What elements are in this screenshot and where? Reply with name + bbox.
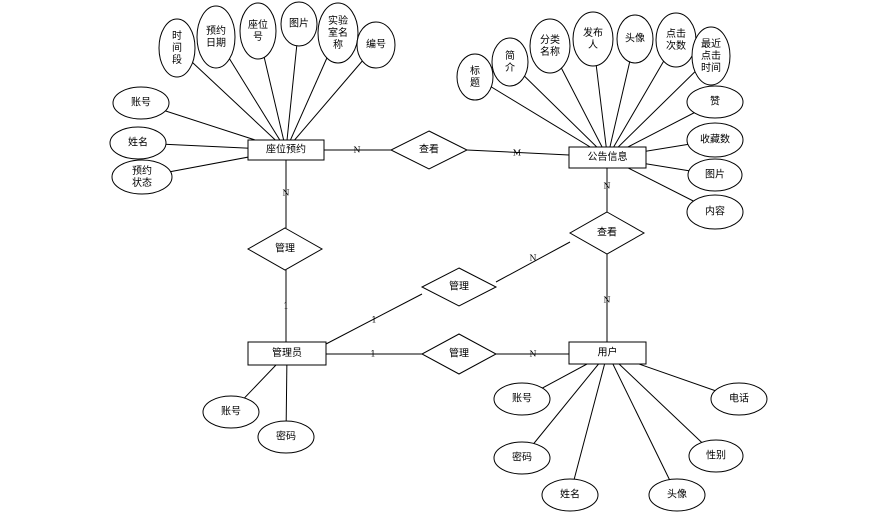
entity-box-notice xyxy=(568,146,647,169)
relationship-connector xyxy=(466,149,570,156)
attribute-label-n-likes: 赞 xyxy=(710,95,720,108)
relationship-diamond xyxy=(568,211,646,255)
cardinality-label: N xyxy=(604,182,611,191)
relationship-label-seat-notice: 查看 xyxy=(419,143,439,156)
attribute-ellipse xyxy=(541,478,599,512)
attribute-label-a-account: 账号 xyxy=(221,406,241,418)
entity-label-admin: 管理员 xyxy=(272,346,302,359)
attribute-label-u-avatar: 头像 xyxy=(667,489,687,501)
relationship-label-user-notice: 查看 xyxy=(597,226,617,239)
diagram-shapes: 时间段预约日期座位号图片实验室名称编号账号姓名预约状态标题简介分类名称发布人头像… xyxy=(109,1,768,512)
cardinality-label: N xyxy=(604,296,611,305)
cardinality-label: N xyxy=(283,189,290,198)
attribute-ellipse xyxy=(572,11,614,67)
entity-box-admin xyxy=(247,341,327,366)
attribute-ellipse xyxy=(158,18,196,78)
attribute-ellipse xyxy=(686,194,744,230)
attribute-label-seat-img: 图片 xyxy=(289,17,309,30)
attribute-ellipse xyxy=(109,126,167,160)
attribute-label-a-password: 密码 xyxy=(276,430,296,443)
attribute-ellipse xyxy=(691,26,731,86)
attribute-connector xyxy=(521,352,608,459)
attribute-ellipse xyxy=(616,14,654,64)
attribute-connector xyxy=(607,352,678,496)
attribute-ellipse xyxy=(356,21,396,69)
attribute-ellipse xyxy=(493,382,551,416)
attribute-label-seat-account: 账号 xyxy=(131,97,151,109)
attribute-ellipse xyxy=(456,53,494,101)
attribute-label-n-img: 图片 xyxy=(705,168,725,181)
entity-box-seat xyxy=(247,139,325,161)
attribute-connector xyxy=(176,47,287,151)
attribute-label-n-lastclick: 最近点击时间 xyxy=(701,37,721,74)
attribute-ellipse xyxy=(686,122,744,158)
attribute-label-u-gender: 性别 xyxy=(706,449,726,462)
attribute-label-seat-no: 座位号 xyxy=(248,18,268,43)
attribute-connector xyxy=(509,61,608,158)
attribute-label-n-category: 分类名称 xyxy=(540,33,560,58)
cardinality-label: 1 xyxy=(371,316,376,325)
attribute-ellipse xyxy=(257,420,315,454)
attribute-connector xyxy=(569,352,608,496)
attribute-label-n-content: 内容 xyxy=(705,205,725,218)
attribute-label-n-favs: 收藏数 xyxy=(700,133,730,146)
attribute-label-u-account: 账号 xyxy=(512,393,532,405)
relationship-label-seat-admin: 管理 xyxy=(275,242,295,255)
attribute-label-seat-code: 编号 xyxy=(366,38,386,51)
attribute-label-n-avatar: 头像 xyxy=(625,33,645,45)
cardinality-label: N xyxy=(530,350,537,359)
attribute-label-n-clicks: 点击次数 xyxy=(666,28,686,52)
relationship-label-admin-notice: 管理 xyxy=(449,280,469,293)
attribute-ellipse xyxy=(317,2,359,64)
attribute-ellipse xyxy=(529,18,571,74)
attribute-ellipse xyxy=(111,159,173,195)
attribute-ellipse xyxy=(239,2,277,60)
attribute-connector xyxy=(474,76,608,158)
attribute-ellipse xyxy=(710,382,768,416)
attribute-connector xyxy=(607,352,717,457)
cardinality-label: N xyxy=(354,146,361,155)
attribute-ellipse xyxy=(202,395,260,429)
attribute-label-n-intro: 简介 xyxy=(505,49,515,74)
attribute-label-seat-date: 预约日期 xyxy=(206,24,226,49)
cardinality-label: M xyxy=(513,149,521,158)
attribute-ellipse xyxy=(280,1,318,47)
attribute-label-seat-status: 预约状态 xyxy=(132,164,152,189)
attribute-label-n-publisher: 发布人 xyxy=(583,26,603,51)
relationship-diamond xyxy=(420,267,498,307)
entity-box-user xyxy=(568,341,647,365)
attribute-ellipse xyxy=(688,439,744,473)
entity-label-notice: 公告信息 xyxy=(588,150,628,163)
relationship-label-admin-user: 管理 xyxy=(449,347,469,360)
entity-label-seat: 座位预约 xyxy=(266,143,306,156)
relationship-diamond xyxy=(420,333,498,375)
attribute-label-n-title: 标题 xyxy=(470,65,480,89)
cardinality-label: 1 xyxy=(283,302,288,311)
attribute-ellipse xyxy=(493,441,551,475)
cardinality-label: N xyxy=(530,254,537,263)
attribute-label-seat-lab: 实验室名称 xyxy=(328,14,348,51)
relationship-connector xyxy=(325,293,423,345)
attribute-connector xyxy=(607,55,712,158)
attribute-ellipse xyxy=(648,478,706,512)
attribute-label-u-name: 姓名 xyxy=(560,488,580,501)
attribute-ellipse xyxy=(686,85,744,119)
attribute-label-u-password: 密码 xyxy=(512,451,532,464)
entity-label-user: 用户 xyxy=(598,346,618,359)
relationship-connector xyxy=(495,241,571,283)
relationship-diamond xyxy=(246,227,324,271)
relationship-diamond xyxy=(389,130,469,170)
attribute-ellipse xyxy=(687,158,743,192)
attribute-connector xyxy=(285,44,377,151)
attribute-ellipse xyxy=(491,37,529,87)
cardinality-label: 1 xyxy=(370,350,375,359)
attribute-ellipse xyxy=(196,5,236,69)
attribute-ellipse xyxy=(112,86,170,120)
attribute-label-u-phone: 电话 xyxy=(729,392,749,405)
attribute-label-seat-name: 姓名 xyxy=(128,136,148,149)
attribute-label-seat-time: 时间段 xyxy=(172,30,182,66)
